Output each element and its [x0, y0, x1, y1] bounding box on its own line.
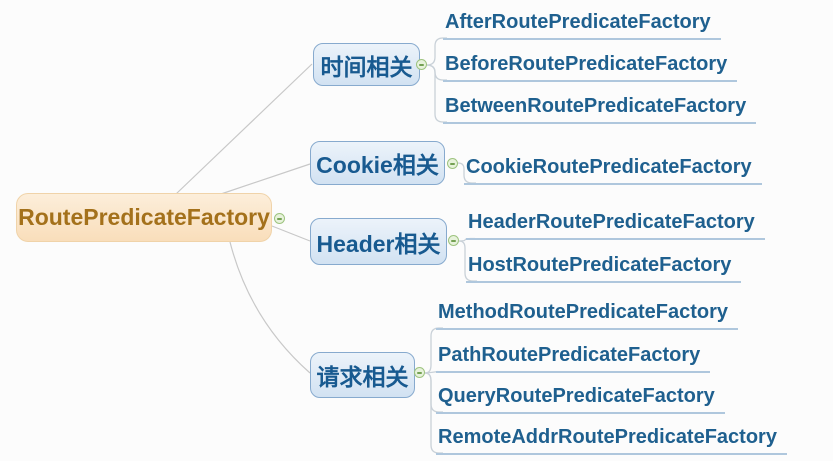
minus-icon	[277, 217, 282, 220]
collapse-button-request[interactable]	[414, 367, 425, 378]
collapse-button-time[interactable]	[416, 59, 427, 70]
branch-node-time[interactable]: 时间相关	[313, 43, 420, 86]
leaf-node-header-route-predicate-factory[interactable]: HeaderRoutePredicateFactory	[466, 210, 765, 240]
leaf-node-before-route-predicate-factory[interactable]: BeforeRoutePredicateFactory	[443, 52, 738, 82]
collapse-button-header[interactable]	[448, 235, 459, 246]
minus-icon	[451, 239, 456, 242]
collapse-button-root[interactable]	[274, 213, 285, 224]
root-node-route-predicate-factory[interactable]: RoutePredicateFactory	[16, 193, 272, 242]
connector-root-request	[229, 241, 311, 374]
minus-icon	[450, 162, 455, 165]
minus-icon	[417, 371, 422, 374]
leaf-node-host-route-predicate-factory[interactable]: HostRoutePredicateFactory	[466, 253, 742, 283]
branch-node-header[interactable]: Header相关	[310, 218, 447, 265]
leaf-node-method-route-predicate-factory[interactable]: MethodRoutePredicateFactory	[436, 300, 739, 330]
connector-root-cookie	[220, 163, 311, 195]
branch-node-request[interactable]: 请求相关	[310, 352, 415, 398]
leaf-node-after-route-predicate-factory[interactable]: AfterRoutePredicateFactory	[443, 10, 721, 40]
leaf-node-between-route-predicate-factory[interactable]: BetweenRoutePredicateFactory	[443, 94, 757, 124]
leaf-node-path-route-predicate-factory[interactable]: PathRoutePredicateFactory	[436, 343, 711, 373]
minus-icon	[419, 63, 424, 66]
connector-root-time	[175, 63, 313, 195]
branch-node-cookie[interactable]: Cookie相关	[310, 141, 445, 185]
leaf-node-remoteaddr-route-predicate-factory[interactable]: RemoteAddrRoutePredicateFactory	[436, 425, 787, 455]
connector-root-header	[271, 225, 311, 242]
leaf-node-cookie-route-predicate-factory[interactable]: CookieRoutePredicateFactory	[464, 155, 762, 185]
leaf-node-query-route-predicate-factory[interactable]: QueryRoutePredicateFactory	[436, 384, 725, 414]
collapse-button-cookie[interactable]	[447, 158, 458, 169]
